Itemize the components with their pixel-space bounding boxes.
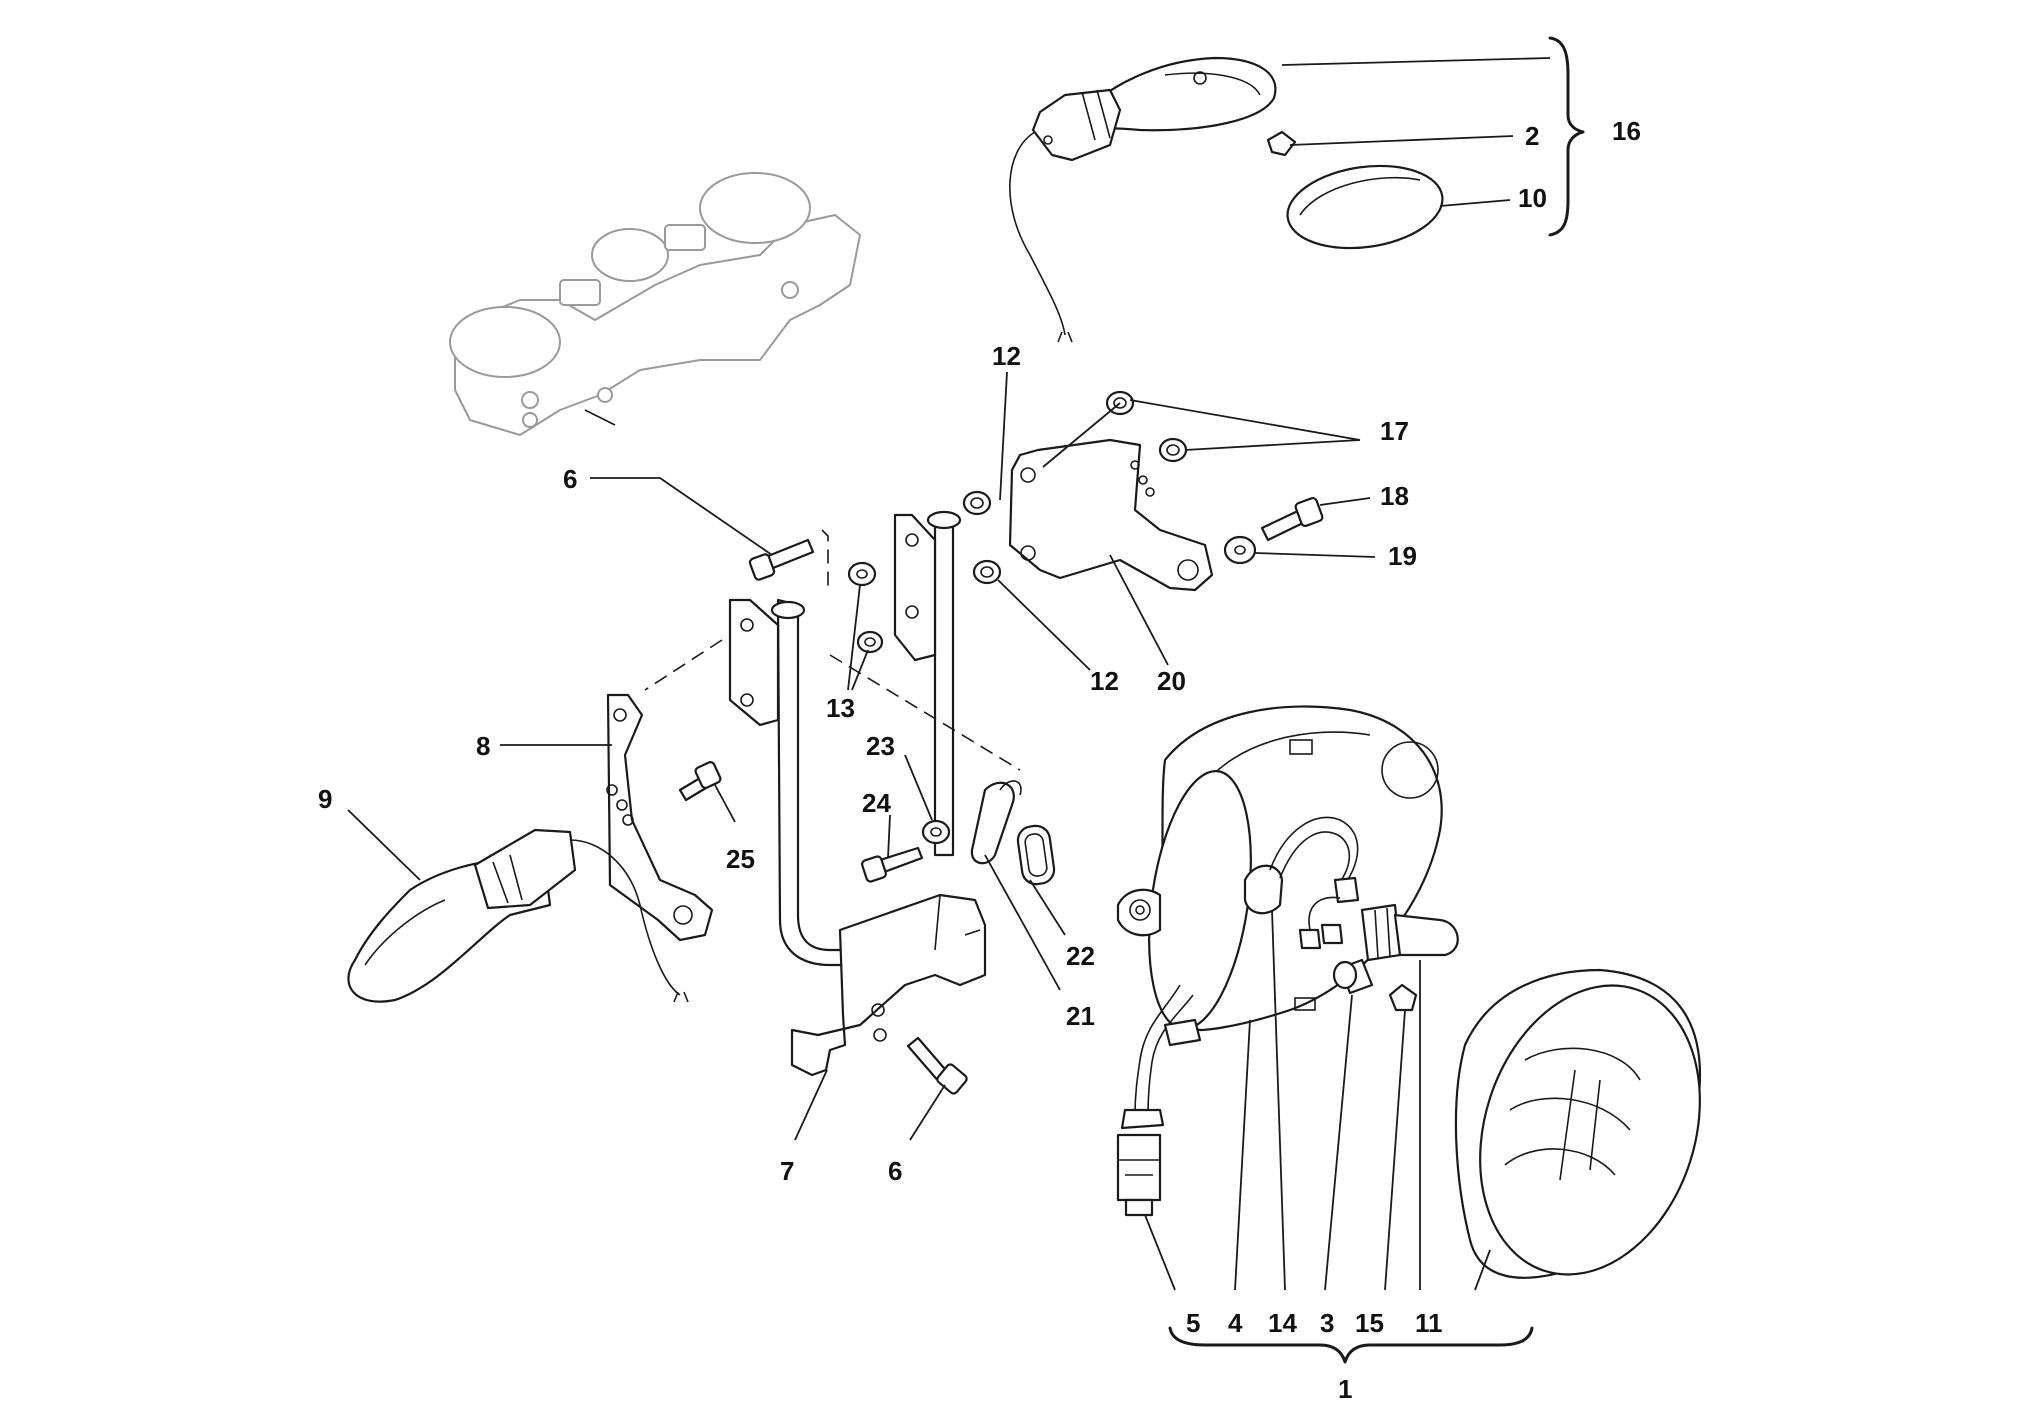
alignment-dashed-lines	[644, 529, 1021, 771]
washer-part-13a	[847, 561, 877, 587]
headlight-wiring-part-5	[1116, 984, 1202, 1217]
callout-16: 16	[1612, 116, 1641, 146]
callout-21: 21	[1066, 1001, 1095, 1031]
callout-4: 4	[1228, 1308, 1243, 1338]
callout-12-lower: 12	[1090, 666, 1119, 696]
clip-part-21	[970, 780, 1022, 865]
bulb-holder-part-14	[1243, 816, 1359, 915]
callout-23: 23	[866, 731, 895, 761]
callout-25: 25	[726, 844, 755, 874]
headlight-lens-part-1	[1454, 968, 1702, 1279]
callout-22: 22	[1066, 941, 1095, 971]
grommet-part-12a	[962, 490, 992, 516]
brace-group-16	[1548, 36, 1585, 237]
callout-19: 19	[1388, 541, 1417, 571]
signal-bracket-part-8	[606, 693, 714, 942]
callout-6-upper: 6	[563, 464, 577, 494]
grommet-part-17b	[1158, 437, 1188, 463]
callout-1: 1	[1338, 1374, 1352, 1404]
parking-bulb-holder-part-3	[1332, 958, 1374, 995]
mounting-bracket-part-20	[1008, 438, 1214, 592]
callout-3: 3	[1320, 1308, 1334, 1338]
grommet-part-12b	[972, 559, 1002, 585]
parking-bulb-part-15	[1388, 983, 1418, 1012]
turn-signal-right-assembly	[1009, 56, 1277, 343]
washer-part-23	[921, 819, 951, 845]
callout-14: 14	[1268, 1308, 1297, 1338]
callout-17: 17	[1380, 416, 1409, 446]
wire-terminals	[1298, 876, 1360, 950]
callout-24: 24	[862, 788, 891, 818]
callout-13: 13	[826, 693, 855, 723]
bolt-part-18	[1260, 496, 1324, 542]
main-bulb-part-11	[1360, 903, 1459, 962]
screw-part-25	[678, 761, 722, 802]
callout-20: 20	[1157, 666, 1186, 696]
brace-group-1	[1168, 1326, 1534, 1364]
callout-8: 8	[476, 731, 490, 761]
callout-2: 2	[1525, 121, 1539, 151]
turn-signal-left-part-9	[347, 828, 689, 1003]
callout-11: 11	[1415, 1308, 1443, 1338]
headlight-shell-part-4	[1116, 705, 1443, 1032]
bolt-part-24	[861, 846, 924, 883]
callout-12-upper: 12	[992, 341, 1021, 371]
leader-lines	[347, 57, 1551, 1291]
bolt-part-6-lower	[906, 1036, 968, 1095]
callout-18: 18	[1380, 481, 1409, 511]
callout-7: 7	[780, 1156, 794, 1186]
headlight-support-frame-part-7	[728, 510, 987, 1077]
callout-15: 15	[1355, 1308, 1384, 1338]
callout-6-lower: 6	[888, 1156, 902, 1186]
lens-part-10	[1286, 164, 1444, 250]
callout-10: 10	[1518, 183, 1547, 213]
triple-clamp-ghost	[449, 172, 861, 436]
callout-5: 5	[1186, 1308, 1200, 1338]
callout-9: 9	[318, 784, 332, 814]
washer-part-13b	[856, 630, 884, 654]
bulb-small-part-2	[1266, 130, 1297, 157]
callout-labels: 16 2 10 12 17 18 19 12 20 6 13 23 24 8 9…	[318, 116, 1641, 1404]
washer-part-19	[1223, 535, 1257, 565]
pad-part-22	[1016, 824, 1056, 886]
bolt-part-6-upper	[748, 538, 815, 581]
